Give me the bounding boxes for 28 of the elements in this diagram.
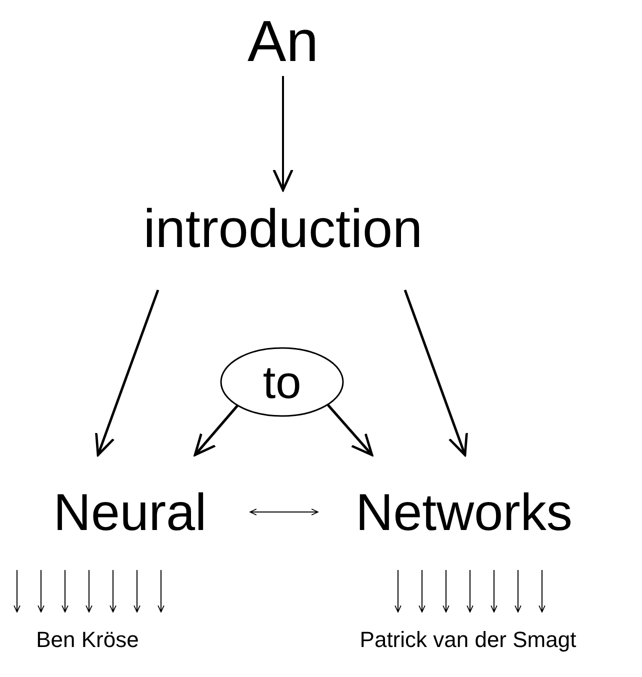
- arrow: [394, 570, 402, 612]
- arrow: [38, 570, 44, 612]
- arrow: [250, 508, 318, 516]
- ellipse-node: [220, 347, 344, 417]
- arrow: [514, 570, 522, 612]
- arrow: [110, 570, 116, 612]
- author-name: Ben Kröse: [36, 628, 139, 650]
- title-word: Networks: [356, 486, 572, 538]
- arrow: [442, 570, 450, 612]
- arrow: [158, 570, 164, 612]
- arrow: [404, 290, 468, 456]
- arrow: [95, 290, 160, 456]
- arrow: [86, 570, 92, 612]
- arrow: [538, 570, 546, 612]
- author-name: Patrick van der Smagt: [360, 628, 576, 650]
- title-word: Neural: [53, 486, 207, 538]
- title-word: to: [262, 359, 302, 405]
- arrow: [418, 570, 426, 612]
- title-word: An: [248, 13, 318, 71]
- arrow: [194, 404, 239, 456]
- arrow: [327, 404, 374, 456]
- arrow: [134, 570, 140, 612]
- arrow: [272, 76, 294, 192]
- arrow: [466, 570, 474, 612]
- arrow: [14, 570, 20, 612]
- title-word: introduction: [143, 202, 423, 256]
- arrow: [490, 570, 498, 612]
- arrow: [62, 570, 68, 612]
